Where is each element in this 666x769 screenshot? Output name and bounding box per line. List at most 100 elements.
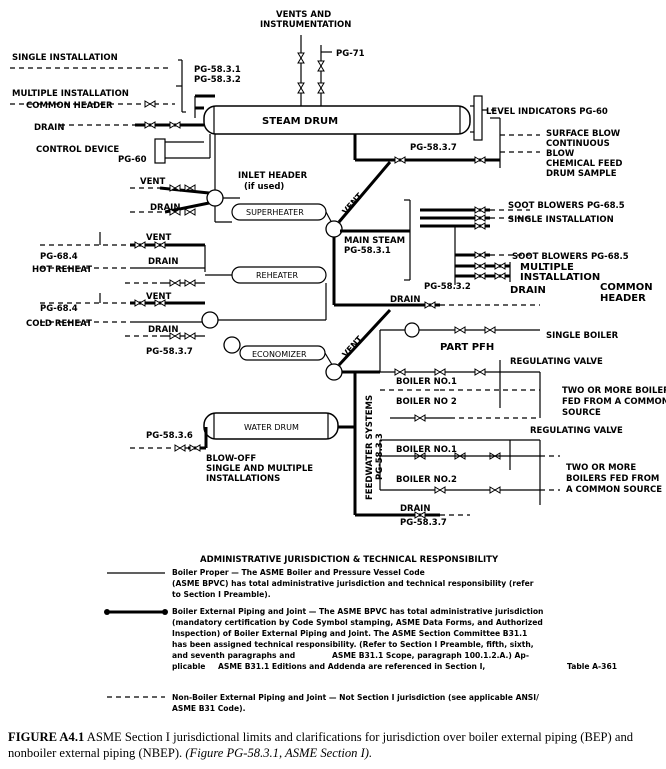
legend-bep-6a: plicable [172, 662, 205, 671]
label-vents-instr-2: INSTRUMENTATION [260, 20, 351, 30]
label-drain-right: DRAIN [510, 285, 546, 296]
label-water-drum: WATER DRUM [244, 423, 299, 432]
label-part-pfh: PART PFH [440, 342, 494, 353]
caption-text: ASME Section I jurisdictional limits and… [8, 730, 634, 760]
label-soot-blowers-2: SOOT BLOWERS PG-68.5 [512, 252, 629, 262]
label-steam-drum: STEAM DRUM [262, 116, 338, 127]
legend-nbep-2: ASME B31 Code). [172, 704, 246, 713]
label-pg5832-right: PG-58.3.2 [424, 282, 471, 292]
reheater-section [40, 232, 327, 340]
label-header: HEADER [600, 293, 646, 304]
label-single-multiple-1: SINGLE AND MULTIPLE [206, 464, 313, 474]
legend-boiler-proper-2: (ASME BPVC) has total administrative jur… [172, 579, 534, 588]
label-economizer: ECONOMIZER [252, 350, 307, 359]
label-pg5833: PG-58.3.3 [375, 433, 385, 480]
legend-bep-2: (mandatory certification by Code Symbol … [172, 618, 543, 627]
label-if-used: (if used) [244, 182, 284, 192]
label-pg5831-main: PG-58.3.1 [344, 246, 391, 256]
label-main-steam: MAIN STEAM [344, 236, 405, 246]
label-surface-blow: SURFACE BLOW [546, 129, 621, 139]
label-drain-cold: DRAIN [148, 325, 178, 335]
legend: ADMINISTRATIVE JURISDICTION & TECHNICAL … [104, 555, 617, 713]
legend-bep-6b: ASME B31.1 Editions and Addenda are refe… [218, 662, 485, 671]
vents-instrumentation-lines [297, 35, 332, 108]
label-reheater: REHEATER [256, 271, 298, 280]
label-vent-cold: VENT [146, 292, 171, 302]
label-drain-bottom: DRAIN [400, 504, 430, 514]
label-two-more-b3: A COMMON SOURCE [566, 485, 662, 495]
label-installation: INSTALLATION [520, 272, 600, 283]
figure-caption: FIGURE A4.1 ASME Section I jurisdictiona… [8, 729, 660, 761]
label-superheater: SUPERHEATER [246, 208, 304, 217]
economizer-section [223, 308, 541, 515]
label-drain-mid: DRAIN [390, 295, 420, 305]
label-hot-reheat: HOT REHEAT [32, 265, 92, 275]
label-two-more-a3: SOURCE [562, 408, 601, 418]
label-pg684-hot: PG-68.4 [40, 252, 78, 262]
label-vent-eco: VENT [341, 334, 365, 360]
legend-bep-4: has been assigned technical responsibili… [172, 640, 534, 649]
label-two-more-b1: TWO OR MORE [566, 463, 636, 473]
label-common-header: COMMON HEADER [26, 101, 113, 111]
feedwater-lower [355, 439, 560, 519]
caption-reference: (Figure PG-58.3.1, ASME Section I). [185, 746, 373, 760]
label-blow-off: BLOW-OFF [206, 454, 256, 464]
legend-nbep-1: Non-Boiler External Piping and Joint — N… [172, 693, 539, 702]
label-chemical-feed: CHEMICAL FEED [546, 159, 622, 169]
label-drain-top: DRAIN [34, 123, 64, 133]
label-pg5837-bottom: PG-58.3.7 [400, 518, 447, 528]
label-boiler-1a: BOILER NO.1 [396, 377, 457, 387]
label-vents-instr-1: VENTS AND [276, 10, 331, 20]
label-control-device: CONTROL DEVICE [36, 145, 119, 155]
legend-bep-1: Boiler External Piping and Joint — The A… [172, 607, 543, 616]
label-vent-inlet: VENT [140, 177, 165, 187]
label-pg60-control: PG-60 [118, 155, 147, 165]
label-inlet-header: INLET HEADER [238, 171, 308, 181]
label-regulating-valve-1: REGULATING VALVE [510, 357, 603, 367]
label-multiple-installation: MULTIPLE INSTALLATION [12, 89, 129, 99]
label-single-multiple-2: INSTALLATIONS [206, 474, 280, 484]
legend-bep-5b: ASME B31.1 Scope, paragraph 100.1.2.A.) … [332, 651, 529, 660]
label-pg71: PG-71 [336, 49, 365, 59]
legend-bep-6c: Table A-361 [567, 662, 617, 671]
legend-boiler-proper-1: Boiler Proper — The ASME Boiler and Pres… [172, 568, 425, 577]
label-single-boiler: SINGLE BOILER [546, 331, 619, 341]
label-multiple: MULTIPLE [520, 262, 574, 273]
drum-right-connections [353, 117, 540, 168]
label-regulating-valve-2: REGULATING VALVE [530, 426, 623, 436]
legend-title: ADMINISTRATIVE JURISDICTION & TECHNICAL … [200, 555, 499, 565]
label-two-more-a2: FED FROM A COMMON [562, 397, 666, 407]
label-pg5837-top: PG-58.3.7 [410, 143, 457, 153]
label-drain-hot: DRAIN [148, 257, 178, 267]
label-single-installation: SINGLE INSTALLATION [12, 53, 118, 63]
label-single-installation-2: SINGLE INSTALLATION [508, 215, 614, 225]
label-pg5832: PG-58.3.2 [194, 75, 241, 85]
main-steam [325, 161, 540, 309]
steam-drum [203, 105, 471, 135]
label-pg684-cold: PG-68.4 [40, 304, 78, 314]
label-boiler-1b: BOILER NO.1 [396, 445, 457, 455]
label-two-more-b2: BOILERS FED FROM [566, 474, 659, 484]
label-blow: BLOW [546, 149, 575, 159]
level-indicator [470, 95, 500, 141]
diagram-labels: VENTS AND INSTRUMENTATION PG-71 SINGLE I… [12, 10, 666, 528]
label-pg5831: PG-58.3.1 [194, 65, 241, 75]
label-two-more-a1: TWO OR MORE BOILERS [562, 386, 666, 396]
label-cold-reheat: COLD REHEAT [26, 319, 92, 329]
superheater-section [130, 134, 334, 226]
label-feedwater-systems: FEEDWATER SYSTEMS [365, 395, 375, 500]
label-pg5837-mid: PG-58.3.7 [146, 347, 193, 357]
label-boiler-2a: BOILER NO 2 [396, 397, 457, 407]
label-vent-main: VENT [341, 191, 365, 217]
legend-bep-3: Inspection) of Boiler External Piping an… [172, 629, 527, 638]
legend-boiler-proper-3: to Section I Preamble). [172, 590, 271, 599]
label-boiler-2b: BOILER NO.2 [396, 475, 457, 485]
caption-label: FIGURE A4.1 [8, 730, 85, 744]
label-continuous: CONTINUOUS [546, 139, 610, 149]
label-drain-sh: DRAIN [150, 203, 180, 213]
legend-bep-5a: and seventh paragraphs and [172, 651, 295, 660]
label-pg5836: PG-58.3.6 [146, 431, 193, 441]
label-level-indicators: LEVEL INDICATORS PG-60 [486, 107, 608, 117]
